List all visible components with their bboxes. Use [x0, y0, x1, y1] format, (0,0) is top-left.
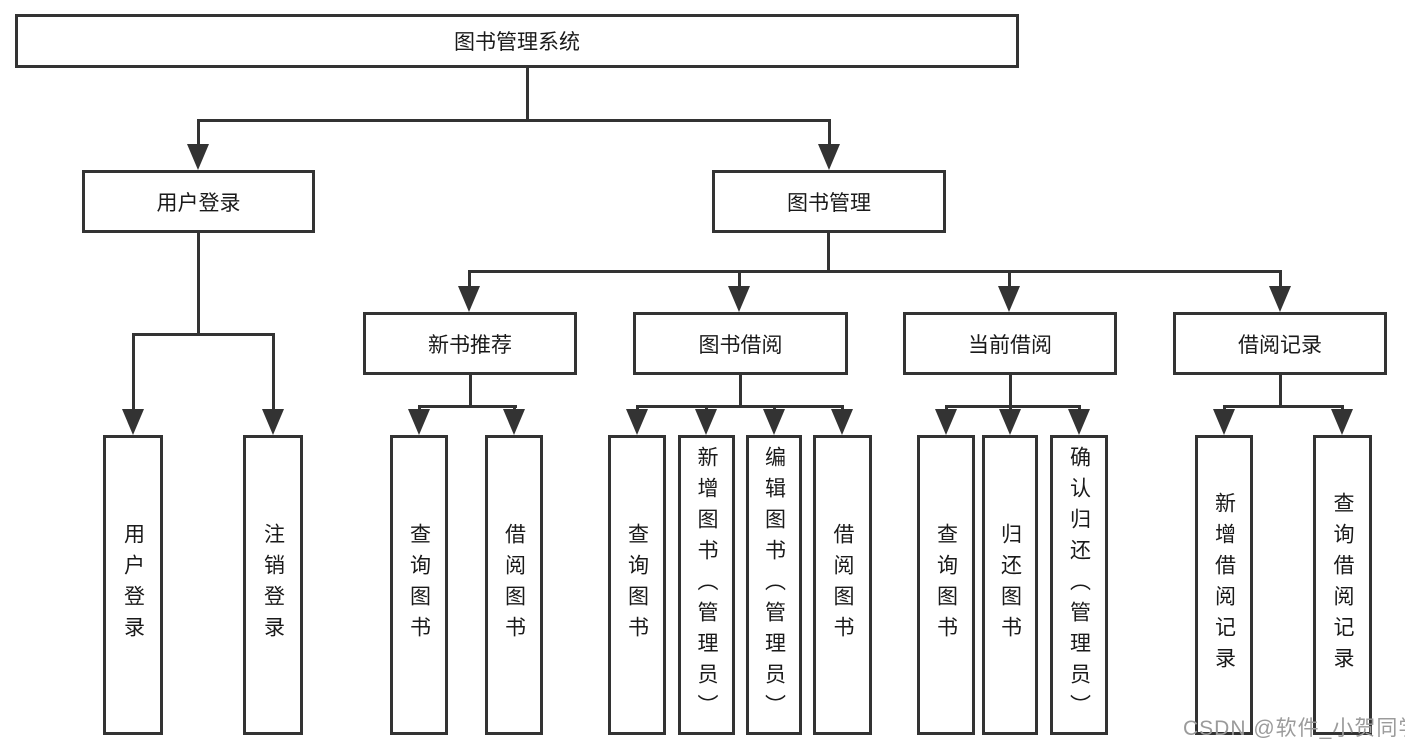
leaf-user-login-label: 用户登录: [121, 523, 145, 647]
arrow-down-icon: [999, 409, 1021, 435]
arrow-down-icon: [626, 409, 648, 435]
arrow-down-icon: [763, 409, 785, 435]
leaf-edit-book-admin-label: 编辑图书（管理员）: [762, 445, 786, 725]
leaf-borrow-book-1: 借阅图书: [485, 435, 543, 735]
leaf-borrow-book-1-label: 借阅图书: [502, 523, 526, 647]
leaf-edit-book-admin: 编辑图书（管理员）: [746, 435, 802, 735]
connector-shaft: [738, 270, 741, 292]
leaf-logout-label: 注销登录: [261, 523, 285, 647]
connector-user-login-rail: [132, 333, 275, 336]
arrow-down-icon: [1331, 409, 1353, 435]
connector-root-rail: [197, 119, 831, 122]
arrow-down-icon: [122, 409, 144, 435]
node-book-borrow-label: 图书借阅: [698, 333, 783, 357]
leaf-borrow-book-2: 借阅图书: [813, 435, 872, 735]
connector-shaft: [828, 119, 831, 148]
node-new-book-recommend-label: 新书推荐: [428, 333, 512, 357]
connector-shaft: [197, 119, 200, 148]
arrow-down-icon: [1068, 409, 1090, 435]
arrow-down-icon: [262, 409, 284, 435]
connector-shaft: [272, 333, 275, 412]
connector-user-login-stub: [197, 233, 200, 336]
node-current-borrow: 当前借阅: [903, 312, 1117, 375]
arrow-down-icon: [503, 409, 525, 435]
node-book-management: 图书管理: [712, 170, 946, 233]
connector-book-mgmt-rail: [468, 270, 1282, 273]
connector-group-stub: [469, 375, 472, 408]
leaf-add-borrow-record: 新增借阅记录: [1195, 435, 1253, 735]
connector-shaft: [132, 333, 135, 412]
leaf-return-book-label: 归还图书: [998, 523, 1022, 647]
node-root-label: 图书管理系统: [454, 31, 580, 54]
leaf-query-book-2: 查询图书: [608, 435, 666, 735]
connector-group-rail: [636, 405, 844, 408]
leaf-add-borrow-record-label: 新增借阅记录: [1212, 492, 1236, 678]
connector-group-stub: [1279, 375, 1282, 408]
arrow-down-icon: [695, 409, 717, 435]
leaf-query-book-2-label: 查询图书: [625, 523, 649, 647]
node-borrow-record: 借阅记录: [1173, 312, 1387, 375]
leaf-query-book-3-label: 查询图书: [934, 523, 958, 647]
node-root: 图书管理系统: [15, 14, 1019, 68]
arrow-down-icon: [998, 286, 1020, 312]
node-user-login: 用户登录: [82, 170, 315, 233]
leaf-logout: 注销登录: [243, 435, 303, 735]
connector-group-rail: [1223, 405, 1344, 408]
connector-group-rail: [945, 405, 1081, 408]
node-borrow-record-label: 借阅记录: [1238, 333, 1322, 357]
node-new-book-recommend: 新书推荐: [363, 312, 577, 375]
leaf-return-book: 归还图书: [982, 435, 1038, 735]
node-current-borrow-label: 当前借阅: [968, 333, 1052, 357]
csdn-watermark: CSDN @软件_小贺同学: [1183, 717, 1405, 740]
arrow-down-icon: [187, 144, 209, 170]
arrow-down-icon: [728, 286, 750, 312]
node-book-management-label: 图书管理: [787, 191, 871, 215]
leaf-borrow-book-2-label: 借阅图书: [831, 523, 854, 647]
arrow-down-icon: [1269, 286, 1291, 312]
leaf-query-borrow-record-label: 查询借阅记录: [1331, 492, 1354, 678]
leaf-query-book-3: 查询图书: [917, 435, 975, 735]
connector-group-stub: [739, 375, 742, 408]
leaf-query-borrow-record: 查询借阅记录: [1313, 435, 1372, 735]
arrow-down-icon: [458, 286, 480, 312]
arrow-down-icon: [935, 409, 957, 435]
connector-group-stub: [1009, 375, 1012, 408]
arrow-down-icon: [818, 144, 840, 170]
arrow-down-icon: [831, 409, 853, 435]
leaf-query-book-1: 查询图书: [390, 435, 448, 735]
connector-root-stub: [526, 66, 529, 121]
connector-shaft: [1279, 270, 1282, 292]
connector-shaft: [468, 270, 471, 292]
arrow-down-icon: [408, 409, 430, 435]
leaf-add-book-admin-label: 新增图书（管理员）: [695, 445, 718, 725]
node-user-login-label: 用户登录: [156, 191, 241, 215]
connector-group-rail: [418, 405, 517, 408]
leaf-confirm-return-admin-label: 确认归还（管理员）: [1067, 445, 1091, 725]
connector-shaft: [1008, 270, 1011, 292]
leaf-user-login: 用户登录: [103, 435, 163, 735]
connector-book-mgmt-stub: [827, 233, 830, 273]
leaf-confirm-return-admin: 确认归还（管理员）: [1050, 435, 1108, 735]
leaf-query-book-1-label: 查询图书: [407, 523, 431, 647]
node-book-borrow: 图书借阅: [633, 312, 848, 375]
leaf-add-book-admin: 新增图书（管理员）: [678, 435, 735, 735]
arrow-down-icon: [1213, 409, 1235, 435]
